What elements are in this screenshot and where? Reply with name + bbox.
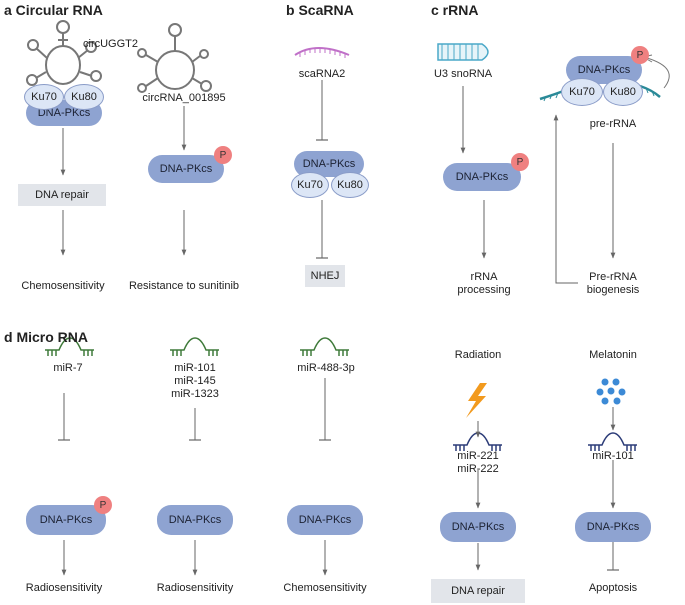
outcome-label: Chemosensitivity: [21, 280, 105, 292]
dna-pkcs-complex: DNA-PKcs: [443, 163, 521, 191]
circugg-label: circUGGT2: [83, 38, 138, 50]
ku80-subunit: Ku80: [64, 84, 104, 110]
panel-c-heading: c rRNA: [431, 2, 479, 18]
scarna-bases-icon: [299, 48, 346, 58]
outcome-label-line2: processing: [457, 284, 511, 296]
feedback-arrow: [553, 114, 578, 284]
pre-rrna-label: pre-rRNA: [589, 118, 637, 130]
mirna-icon: [300, 337, 349, 356]
scarna-label: scaRNA2: [298, 68, 346, 80]
panel-a-heading: a Circular RNA: [4, 2, 103, 18]
circular-rna-icon: [26, 20, 102, 86]
mirna-icon: [170, 337, 219, 356]
scarna-icon: [294, 47, 350, 56]
melatonin-icon: [596, 378, 626, 405]
ku70-subunit: Ku70: [561, 78, 603, 106]
outcome-label-line2: biogenesis: [586, 284, 640, 296]
phosphorylation-arrow: [646, 57, 670, 89]
dna-pkcs-complex: DNA-PKcs: [148, 155, 224, 183]
mirna-label: miR-101: [592, 450, 634, 462]
outcome-label: Chemosensitivity: [283, 582, 367, 594]
mirna-label-line2: miR-145: [174, 375, 216, 387]
mirna-icon: [45, 337, 94, 356]
outcome-label-line1: Pre-rRNA: [589, 271, 637, 283]
mirna-label-line2: miR-222: [457, 463, 499, 475]
mirna-label: miR-7: [53, 362, 83, 374]
dna-pkcs-complex: DNA-PKcs: [575, 512, 651, 542]
dna-pkcs-complex: DNA-PKcs: [157, 505, 233, 535]
lightning-icon: [466, 383, 487, 418]
panel-d-heading: d Micro RNA: [4, 329, 88, 345]
outcome-label: Apoptosis: [588, 582, 638, 594]
ku80-subunit: Ku80: [331, 172, 369, 198]
mirna-icon: [588, 432, 637, 451]
ku70-subunit: Ku70: [291, 172, 329, 198]
phosphate-badge: P: [511, 153, 529, 171]
snorna-label: U3 snoRNA: [433, 68, 493, 80]
panel-b-heading: b ScaRNA: [286, 2, 354, 18]
circular-rna-icon: [137, 23, 212, 93]
mirna-label-line1: miR-221: [457, 450, 499, 462]
phosphate-badge: P: [94, 496, 112, 514]
dna-pkcs-complex: DNA-PKcs: [26, 505, 106, 535]
mirna-label-line3: miR-1323: [171, 388, 219, 400]
dna-pkcs-complex: DNA-PKcs: [440, 512, 516, 542]
effect-box: NHEJ: [305, 265, 345, 287]
outcome-label: Resistance to sunitinib: [128, 280, 240, 292]
outcome-label-line1: rRNA: [470, 271, 498, 283]
pre-rrna-bases-icon: [543, 87, 655, 102]
stimulus-label: Radiation: [454, 349, 502, 361]
stimulus-label: Melatonin: [589, 349, 637, 361]
mirna-label: miR-488-3p: [297, 362, 355, 374]
outcome-label: Radiosensitivity: [25, 582, 103, 594]
dna-pkcs-complex: DNA-PKcs: [287, 505, 363, 535]
circrna-label: circRNA_001895: [142, 92, 226, 104]
ku80-subunit: Ku80: [603, 78, 643, 106]
effect-box: DNA repair: [18, 184, 106, 206]
phosphate-badge: P: [214, 146, 232, 164]
mirna-label-line1: miR-101: [174, 362, 216, 374]
outcome-label: Radiosensitivity: [156, 582, 234, 594]
effect-box: DNA repair: [431, 579, 525, 603]
phosphate-badge: P: [631, 46, 649, 64]
ku70-subunit: Ku70: [24, 84, 64, 110]
snorna-icon: [437, 43, 489, 61]
